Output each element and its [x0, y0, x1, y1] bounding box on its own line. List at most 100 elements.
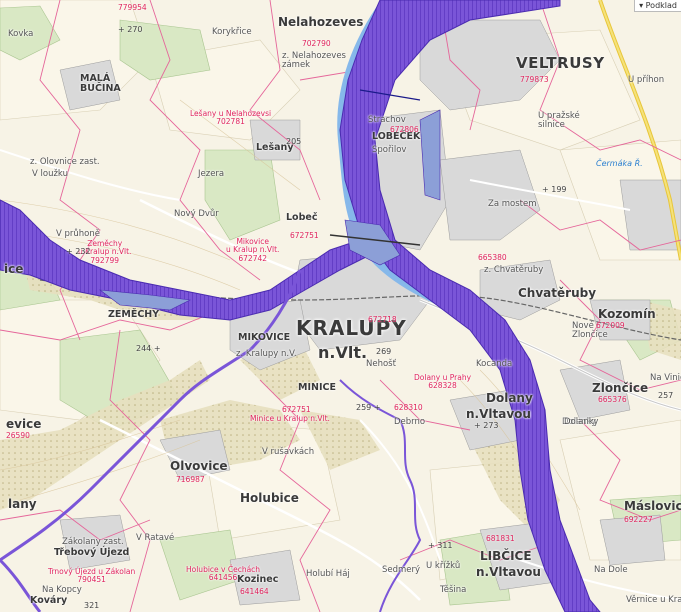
town-label-lesany: Lešany [256, 142, 294, 153]
town-label-lobec: Lobeč [286, 212, 318, 223]
town-label-chvateruby: Chvatěruby [518, 286, 597, 300]
cadastral-code-k12: 628310 [394, 403, 423, 412]
town-label-dolany: Dolany [486, 391, 533, 405]
locality-label-p22: Na Dole [594, 565, 628, 575]
locality-label-p31: Věrnice u Kralup [626, 595, 681, 605]
dam-line [359, 89, 421, 101]
stream-southwest [0, 269, 302, 562]
cadastral-code-k5: 672751 [290, 231, 319, 240]
locality-label-p1: Korykřice [212, 27, 252, 37]
cadastral-code-k14: 692227 [624, 515, 653, 524]
town-label-olovice: Olvovice [170, 459, 228, 473]
locality-label-p27: Zákolany zast. [62, 537, 124, 547]
locality-label-p13: Nehošť [366, 359, 396, 369]
elevation-point-s6: 269 [376, 347, 392, 356]
town-label-lany: lany [8, 497, 37, 511]
flood-zone-pale [98, 289, 192, 311]
elevation-point-s10: 257 [658, 391, 674, 400]
cadastral-code-k2: 702790 [302, 39, 331, 48]
locality-label-p4: Spořilov [372, 145, 407, 155]
locality-label-p16: V rušavkách [262, 447, 315, 457]
locality-label-p26: Na Vinici [650, 373, 681, 383]
cadastral-code-k1: 779954 [118, 3, 147, 12]
town-label-kozinec: Kozinec [237, 574, 279, 585]
cadastral-code-k3: 779873 [520, 75, 549, 84]
locality-label-p19: Sedmerý [382, 565, 421, 575]
cadastral-code-k6: 672718 [368, 315, 397, 324]
cadastral-code-k11: 672751 [282, 405, 311, 414]
town-label-ice: ice [4, 262, 24, 276]
locality-label-p28: z. Chvatěruby [484, 265, 544, 275]
town-label-evice: evice [6, 417, 42, 431]
cadastral-code-k4: 672806 [390, 125, 419, 134]
elevation-point-s3: + 199 [542, 185, 567, 194]
town-label-nvltavou: n.Vltavou [466, 407, 531, 421]
cadastral-code-k7: 665380 [478, 253, 507, 262]
cadastral-code-k10: 716987 [176, 475, 205, 484]
cadastral-code-k9: 665376 [598, 395, 627, 404]
town-label-veltrusy: VELTRUSY [516, 54, 605, 72]
locality-label-p23: U příhon [628, 75, 665, 85]
town-label-mikovice: MIKOVICE [238, 332, 291, 343]
locality-label-p32: Dolanky [564, 417, 599, 427]
town-label-kovary: Kováry [30, 595, 68, 606]
town-label-nelahozeves: Nelahozeves [278, 15, 364, 29]
flood-zone-pale-3 [419, 109, 441, 201]
town-label-minice: MINICE [298, 382, 336, 393]
locality-label-p30: Na Kopcy [42, 585, 82, 595]
bridge [329, 234, 421, 246]
town-label-kozomin: Kozomín [598, 307, 656, 321]
locality-label-p7: z. Olovnice zast. [30, 157, 100, 167]
locality-label-p17: V Ratavé [136, 533, 175, 543]
stream-south [0, 558, 42, 612]
elevation-point-s1: + 270 [118, 25, 143, 34]
town-label-kralupy2: n.Vlt. [318, 343, 368, 362]
locality-label-p18: Holubí Háj [306, 569, 350, 579]
town-label-trebovy: Třebový Újezd [54, 547, 130, 558]
locality-label-p10: Nový Dvůr [174, 209, 219, 219]
town-label-maslovice: Máslovice [624, 499, 681, 513]
town-label-kralupy1: KRALUPY [296, 316, 407, 340]
elevation-point-s7: 259 + [356, 403, 381, 412]
cadastral-code-k15: 641464 [240, 587, 269, 596]
town-label-libcice2: n.Vltavou [476, 565, 541, 579]
locality-label-p29: Dolanky [562, 417, 597, 427]
basemap-legend-tab[interactable]: ▾ Podklad [634, 0, 681, 12]
cadastral-code-k16: 26590 [6, 431, 30, 440]
locality-label-p14: Kocanda [476, 359, 513, 369]
locality-label-p8: V loužku [32, 169, 68, 179]
locality-label-p15: Debrno [394, 417, 426, 427]
locality-label-p6: Za mostem [488, 199, 537, 209]
cadastral-label-c5: Minice u Kralup n.Vlt. [250, 414, 330, 423]
town-label-lobecek: LOBEČEK [372, 131, 421, 142]
stream-minice [339, 379, 422, 612]
elevation-point-s8: + 273 [474, 421, 499, 430]
cadastral-code-k13: 681831 [486, 534, 515, 543]
locality-label-p3: Strachov [368, 115, 406, 125]
town-label-holubice: Holubice [240, 491, 299, 505]
locality-label-p21: Těšina [440, 585, 467, 595]
town-label-zemechy: ZEMĚCHY [108, 309, 160, 320]
elevation-point-s2: 205 [286, 137, 302, 146]
locality-label-p9: Jezera [198, 169, 225, 179]
stream-label-w1: Čermáka Ř. [596, 159, 643, 168]
town-label-libcice: LIBČICE [480, 549, 532, 563]
locality-label-p11: V průhoně [56, 229, 100, 239]
cadastral-code-k8: 672009 [596, 321, 625, 330]
elevation-point-s11: 321 [84, 601, 100, 610]
locality-label-p25: Kovka [8, 29, 34, 39]
elevation-point-s9: + 311 [428, 541, 453, 550]
